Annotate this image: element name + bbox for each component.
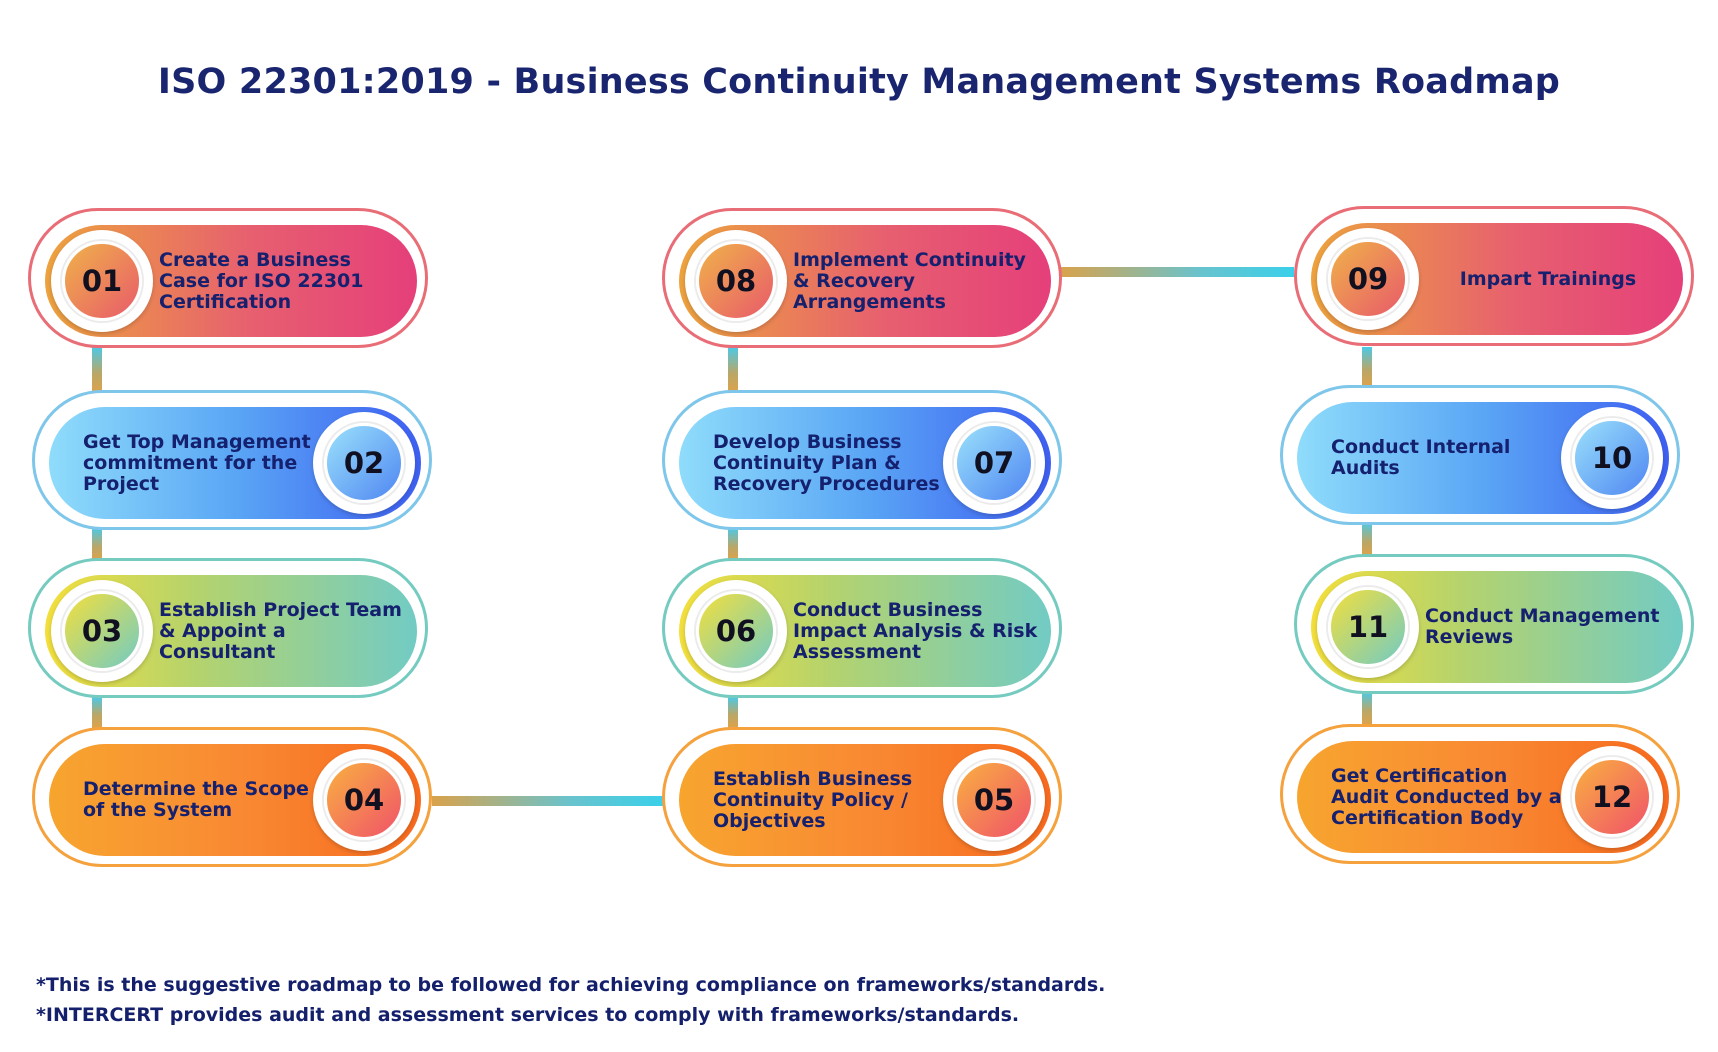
step-11-pill: 11 Conduct Management Reviews xyxy=(1311,571,1683,683)
step-07-label: Develop Business Continuity Plan & Recov… xyxy=(713,430,940,495)
step-12-number: 12 xyxy=(1572,757,1652,837)
step-02-badge: 02 xyxy=(313,412,415,514)
step-07-number: 07 xyxy=(954,423,1034,503)
step-08: 08 Implement Continuity & Recovery Arran… xyxy=(662,208,1062,348)
step-04-badge: 04 xyxy=(313,749,415,851)
step-01-label: Create a Business Case for ISO 22301 Cer… xyxy=(159,248,364,313)
step-12-pill: Get Certification Audit Conducted by a C… xyxy=(1297,741,1669,853)
step-01: 01 Create a Business Case for ISO 22301 … xyxy=(28,208,428,348)
step-08-number: 08 xyxy=(696,241,776,321)
step-02-number: 02 xyxy=(324,423,404,503)
step-06: 06 Conduct Business Impact Analysis & Ri… xyxy=(662,558,1062,698)
step-03-number: 03 xyxy=(62,591,142,671)
footnotes: *This is the suggestive roadmap to be fo… xyxy=(36,970,1105,1030)
step-05-pill: Establish Business Continuity Policy / O… xyxy=(679,744,1051,856)
step-04-number: 04 xyxy=(324,760,404,840)
step-09-number: 09 xyxy=(1328,239,1408,319)
step-04-pill: Determine the Scope of the System 04 xyxy=(49,744,421,856)
step-11: 11 Conduct Management Reviews xyxy=(1294,554,1694,694)
connector-11-12 xyxy=(1362,692,1372,726)
connector-03-04 xyxy=(92,697,102,729)
connector-02-03 xyxy=(92,528,102,562)
footnote-2: *INTERCERT provides audit and assessment… xyxy=(36,1004,1020,1026)
step-05-number: 05 xyxy=(954,760,1034,840)
step-01-pill: 01 Create a Business Case for ISO 22301 … xyxy=(45,225,417,337)
connector-04-05 xyxy=(432,796,664,806)
step-09: 09 Impart Trainings xyxy=(1294,206,1694,346)
step-04-label: Determine the Scope of the System xyxy=(83,778,309,821)
footnote-1: *This is the suggestive roadmap to be fo… xyxy=(36,974,1106,996)
connector-07-08 xyxy=(728,347,738,395)
step-03-label: Establish Project Team & Appoint a Consu… xyxy=(159,598,402,663)
step-12: Get Certification Audit Conducted by a C… xyxy=(1280,724,1680,864)
step-09-pill: 09 Impart Trainings xyxy=(1311,223,1683,335)
step-05: Establish Business Continuity Policy / O… xyxy=(662,727,1062,867)
step-11-badge: 11 xyxy=(1317,576,1419,678)
connector-08-09 xyxy=(1060,267,1294,277)
step-03-badge: 03 xyxy=(51,580,153,682)
step-09-badge: 09 xyxy=(1317,228,1419,330)
connector-06-07 xyxy=(728,528,738,562)
step-07-badge: 07 xyxy=(943,412,1045,514)
step-06-badge: 06 xyxy=(685,580,787,682)
connector-05-06 xyxy=(728,697,738,729)
page-title: ISO 22301:2019 - Business Continuity Man… xyxy=(157,62,1561,102)
step-10-label: Conduct Internal Audits xyxy=(1331,436,1511,479)
step-05-label: Establish Business Continuity Policy / O… xyxy=(713,767,913,832)
step-07: Develop Business Continuity Plan & Recov… xyxy=(662,390,1062,530)
step-01-number: 01 xyxy=(62,241,142,321)
connector-09-10 xyxy=(1362,347,1372,389)
step-03: 03 Establish Project Team & Appoint a Co… xyxy=(28,558,428,698)
connector-01-02 xyxy=(92,347,102,395)
step-06-number: 06 xyxy=(696,591,776,671)
step-06-label: Conduct Business Impact Analysis & Risk … xyxy=(793,598,1038,663)
step-11-number: 11 xyxy=(1328,587,1408,667)
step-09-label: Impart Trainings xyxy=(1459,267,1637,290)
step-12-badge: 12 xyxy=(1561,746,1663,848)
step-12-label: Get Certification Audit Conducted by a C… xyxy=(1331,764,1562,829)
step-07-pill: Develop Business Continuity Plan & Recov… xyxy=(679,407,1051,519)
step-02-label: Get Top Management commitment for the Pr… xyxy=(83,430,311,495)
step-05-badge: 05 xyxy=(943,749,1045,851)
step-08-badge: 08 xyxy=(685,230,787,332)
step-03-pill: 03 Establish Project Team & Appoint a Co… xyxy=(45,575,417,687)
step-11-label: Conduct Management Reviews xyxy=(1425,605,1660,648)
step-06-pill: 06 Conduct Business Impact Analysis & Ri… xyxy=(679,575,1051,687)
step-02: Get Top Management commitment for the Pr… xyxy=(32,390,432,530)
step-02-pill: Get Top Management commitment for the Pr… xyxy=(49,407,421,519)
step-08-pill: 08 Implement Continuity & Recovery Arran… xyxy=(679,225,1051,337)
connector-10-11 xyxy=(1362,522,1372,558)
step-01-badge: 01 xyxy=(51,230,153,332)
step-10: Conduct Internal Audits 10 xyxy=(1280,385,1680,525)
step-08-label: Implement Continuity & Recovery Arrangem… xyxy=(793,248,1026,313)
step-04: Determine the Scope of the System 04 xyxy=(32,727,432,867)
step-10-pill: Conduct Internal Audits 10 xyxy=(1297,402,1669,514)
step-10-number: 10 xyxy=(1572,418,1652,498)
step-10-badge: 10 xyxy=(1561,407,1663,509)
